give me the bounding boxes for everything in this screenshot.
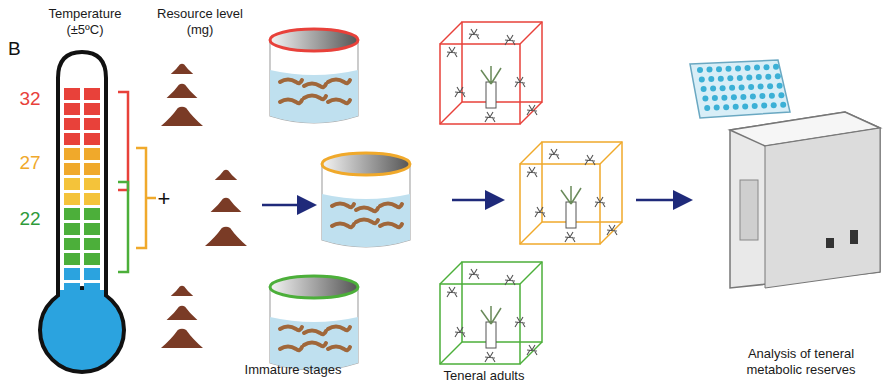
label: Analysis of teneral metabolic reserves (726, 346, 876, 377)
cages (440, 22, 622, 364)
beakers (270, 29, 410, 370)
label: Teneral adults (424, 368, 544, 384)
label: Temperature (±5ºC) (40, 6, 130, 37)
thermometer (40, 52, 124, 372)
label: Resource level (mg) (150, 6, 250, 37)
resource-piles (161, 64, 247, 348)
label: + (152, 186, 176, 212)
label: 27 (10, 152, 50, 175)
bracket (118, 92, 128, 190)
label: B (8, 38, 28, 61)
label: 32 (10, 88, 50, 111)
bracket (118, 182, 128, 272)
label: Immature stages (228, 362, 358, 378)
label: 22 (10, 208, 50, 231)
plate-reader (690, 60, 880, 288)
bracket (136, 148, 156, 248)
